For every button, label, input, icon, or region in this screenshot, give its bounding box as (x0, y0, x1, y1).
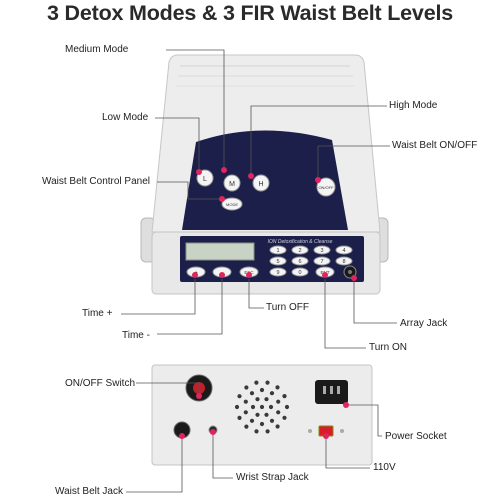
grille-hole (243, 410, 248, 415)
grille-hole (243, 399, 248, 404)
high-mode-glyph: H (258, 181, 263, 188)
label-medium-mode: Medium Mode (65, 44, 129, 55)
keypad-key-1[interactable] (269, 245, 287, 255)
keypad-key-label: 3 (320, 248, 323, 254)
grille-hole (264, 397, 269, 402)
grille-hole (254, 380, 259, 385)
keypad-key-4[interactable] (335, 245, 353, 255)
grille-hole (265, 380, 270, 385)
panel-brand: ION Detoxification & Cleanse (268, 239, 333, 245)
grille-hole (269, 418, 275, 423)
grille-hole (264, 412, 269, 417)
main-unit: L M H ON/OFF MODE ION Detoxification & C… (140, 54, 389, 295)
keypad-key-8[interactable] (335, 256, 353, 266)
grille-hole (249, 418, 255, 423)
waist-belt-control-panel-button[interactable] (221, 197, 243, 211)
keypad-key-label: 1 (276, 248, 279, 254)
grille-hole (255, 397, 260, 402)
keypad-key-6[interactable] (291, 256, 309, 266)
label-power-socket: Power Socket (385, 431, 447, 442)
keypad-key-9[interactable] (269, 267, 287, 277)
keypad-key-label: 2 (298, 248, 301, 254)
grille-hole (249, 391, 255, 396)
label-time-plus: Time + (82, 308, 113, 319)
grille-hole (234, 404, 240, 410)
label-waist-belt-control-panel: Waist Belt Control Panel (42, 176, 151, 187)
grille-hole (259, 404, 265, 410)
grille-hole (250, 404, 256, 410)
grille-hole (259, 421, 265, 427)
label-wrist-strap-jack: Wrist Strap Jack (236, 472, 309, 483)
back-panel (151, 364, 373, 466)
medium-mode-glyph: M (229, 181, 235, 188)
label-waist-belt-onoff: Waist Belt ON/OFF (392, 140, 478, 151)
high-mode-button[interactable] (252, 174, 270, 192)
keypad-key-3[interactable] (313, 245, 331, 255)
markers (179, 167, 357, 439)
grille-hole (268, 404, 274, 410)
speaker-grille (234, 380, 290, 434)
label-time-minus: Time - (122, 330, 150, 341)
label-onoff-switch: ON/OFF Switch (65, 378, 136, 389)
grille-hole (275, 385, 280, 390)
keypad-key-label: 8 (342, 259, 345, 265)
grille-hole (269, 391, 275, 396)
medium-mode-button[interactable] (223, 174, 241, 192)
keypad-key-label: 7 (320, 259, 323, 265)
keypad-key-label: 5 (276, 259, 279, 265)
keypad-key-label: 6 (298, 259, 301, 265)
grille-hole (284, 404, 290, 410)
belt-button-glyph: ON/OFF (318, 185, 334, 190)
grille-hole (282, 394, 287, 399)
low-mode-glyph: L (203, 176, 207, 183)
keypad-key-7[interactable] (313, 256, 331, 266)
grille-hole (265, 429, 270, 434)
keypad-key-label: 4 (342, 248, 345, 254)
leader-lines (121, 49, 397, 493)
grille-hole (259, 387, 265, 393)
grille-hole (276, 410, 281, 415)
panel-button-glyph: MODE (226, 202, 238, 207)
keypad-key-label: 9 (276, 270, 279, 276)
grille-hole (244, 385, 249, 390)
grille-hole (237, 394, 242, 399)
label-low-mode: Low Mode (102, 112, 149, 123)
label-110v: 110V (373, 462, 396, 473)
grille-hole (282, 415, 287, 420)
grille-hole (276, 399, 281, 404)
keypad: 1 2 3 4 5 6 7 8 9 0 (269, 245, 353, 277)
page-title: 3 Detox Modes & 3 FIR Waist Belt Levels (47, 1, 453, 25)
label-turn-off: Turn OFF (266, 302, 309, 313)
label-high-mode: High Mode (389, 100, 438, 111)
keypad-key-2[interactable] (291, 245, 309, 255)
grille-hole (255, 412, 260, 417)
waist-belt-onoff-button[interactable] (316, 177, 336, 197)
label-turn-on: Turn ON (369, 342, 407, 353)
grille-hole (275, 424, 280, 429)
label-waist-belt-jack: Waist Belt Jack (55, 486, 123, 497)
keypad-key-label: 0 (298, 270, 301, 276)
grille-hole (254, 429, 259, 434)
grille-hole (244, 424, 249, 429)
label-array-jack: Array Jack (400, 318, 448, 329)
keypad-key-5[interactable] (269, 256, 287, 266)
keypad-key-0[interactable] (291, 267, 309, 277)
lcd-display (185, 242, 255, 261)
grille-hole (237, 415, 242, 420)
